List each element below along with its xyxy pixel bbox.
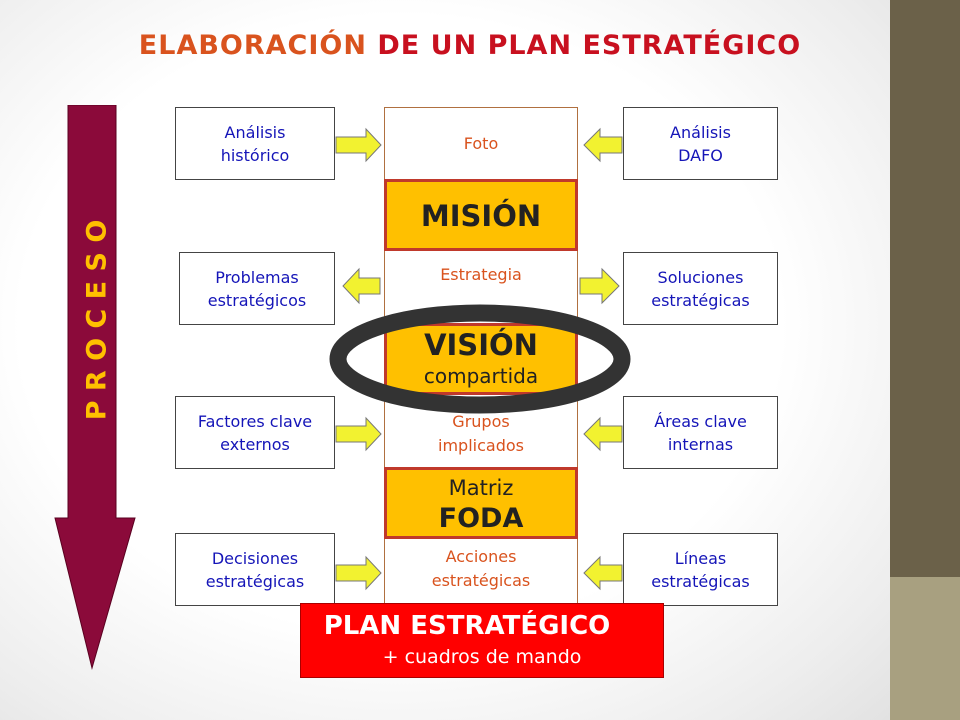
left-box-2-line2: estratégicos	[207, 290, 307, 310]
center-foto: Foto	[463, 134, 499, 153]
title-part2: DE UN PLAN ESTRATÉGICO	[377, 30, 802, 61]
center-grupos: Grupos implicados	[384, 410, 578, 458]
left-box-1-line1: Análisis	[224, 122, 286, 142]
right-box-4-line2: estratégicas	[651, 571, 750, 591]
left-box-4-line2: estratégicas	[205, 571, 305, 591]
left-box-4-line1: Decisiones	[211, 548, 299, 568]
right-box-lineas: Líneas estratégicas	[623, 533, 778, 606]
vision-box: VISIÓN compartida	[384, 323, 578, 395]
mision-box: MISIÓN	[384, 179, 578, 251]
vision-subtitle: compartida	[423, 364, 539, 388]
sidebar-light-strip	[890, 577, 960, 720]
title-part1: ELABORACIÓN	[138, 30, 367, 61]
process-arrow	[54, 105, 136, 670]
plan-subtitle: + cuadros de mando	[382, 646, 582, 668]
left-box-3-line2: externos	[220, 434, 290, 454]
left-box-factores: Factores clave externos	[175, 396, 335, 469]
left-box-decisiones: Decisiones estratégicas	[175, 533, 335, 606]
plan-title: PLAN ESTRATÉGICO	[323, 611, 611, 641]
left-box-2-line1: Problemas	[215, 267, 299, 287]
right-box-3-line2: internas	[667, 434, 734, 454]
matriz-subtitle: FODA	[438, 503, 524, 534]
right-box-soluciones: Soluciones estratégicas	[623, 252, 778, 325]
left-box-problemas: Problemas estratégicos	[179, 252, 335, 325]
left-box-1-line2: histórico	[220, 145, 290, 165]
right-box-2-line2: estratégicas	[651, 290, 750, 310]
right-box-1-line2: DAFO	[678, 145, 723, 165]
process-label-text: P R O C E S O	[82, 220, 113, 421]
center-acciones: Acciones estratégicas	[384, 545, 578, 593]
vision-title: VISIÓN	[424, 328, 538, 362]
left-box-3-line1: Factores clave	[197, 411, 313, 431]
plan-estrategico-box: PLAN ESTRATÉGICO + cuadros de mando	[300, 603, 664, 678]
right-box-areas: Áreas clave internas	[623, 396, 778, 469]
matriz-box: Matriz FODA	[384, 467, 578, 539]
center-grupos-line1: Grupos	[452, 412, 510, 431]
right-box-1-line1: Análisis	[670, 122, 731, 142]
matriz-title: Matriz	[448, 476, 514, 500]
center-acciones-line2: estratégicas	[431, 571, 531, 590]
center-acciones-line1: Acciones	[445, 547, 517, 566]
page-title: ELABORACIÓN DE UN PLAN ESTRATÉGICO	[0, 30, 940, 61]
sidebar-dark-strip	[890, 0, 960, 577]
process-label: P R O C E S O	[82, 220, 113, 421]
vision-highlight-ring	[329, 304, 631, 414]
right-box-2-line1: Soluciones	[657, 267, 744, 287]
right-box-3-line1: Áreas clave	[654, 411, 747, 431]
right-box-4-line1: Líneas	[674, 548, 727, 568]
left-box-analisis-historico: Análisis histórico	[175, 107, 335, 180]
center-grupos-line2: implicados	[438, 436, 524, 455]
center-estrategia: Estrategia	[440, 265, 522, 284]
